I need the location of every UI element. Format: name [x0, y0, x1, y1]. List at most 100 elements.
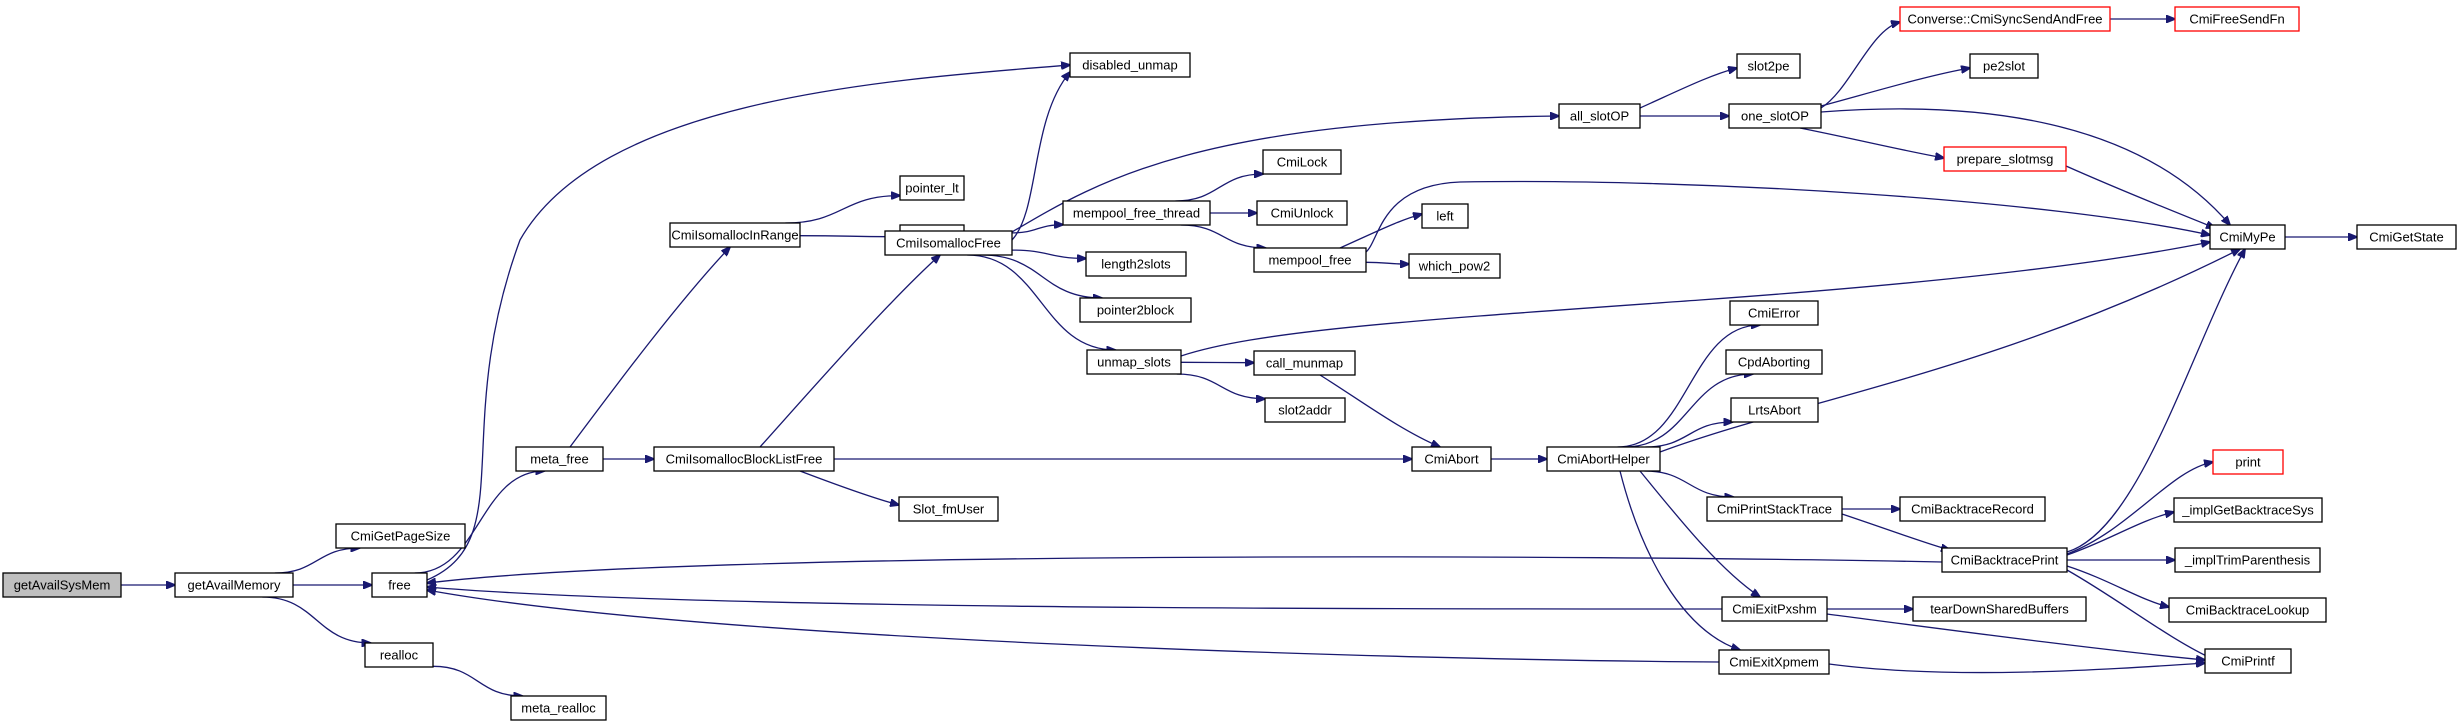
- node-box[interactable]: [2356, 224, 2457, 250]
- node-all_slotOP[interactable]: all_slotOP: [1558, 103, 1641, 129]
- node-mempool_free[interactable]: mempool_free: [1253, 247, 1367, 273]
- node-box[interactable]: [1546, 446, 1661, 472]
- node-box[interactable]: [898, 496, 999, 522]
- node-length2slots[interactable]: length2slots: [1085, 251, 1187, 277]
- node-box[interactable]: [1725, 349, 1823, 375]
- node-mempool_free_thread[interactable]: mempool_free_thread: [1062, 200, 1211, 226]
- node-box[interactable]: [174, 572, 294, 598]
- node-box[interactable]: [364, 642, 434, 668]
- node-box[interactable]: [899, 175, 965, 201]
- node-CmiBacktraceRecord[interactable]: CmiBacktraceRecord: [1899, 496, 2046, 522]
- node-box[interactable]: [1256, 200, 1348, 226]
- node-box[interactable]: [2174, 547, 2321, 573]
- node-box[interactable]: [1721, 596, 1828, 622]
- node-box[interactable]: [1899, 6, 2111, 32]
- node-print[interactable]: print: [2212, 449, 2284, 475]
- node-free[interactable]: free: [371, 572, 428, 598]
- node-box[interactable]: [1069, 52, 1191, 78]
- node-box[interactable]: [1264, 397, 1346, 423]
- node-box[interactable]: [1899, 496, 2046, 522]
- node-box[interactable]: [1718, 649, 1830, 675]
- node-CmiExitXpmem[interactable]: CmiExitXpmem: [1718, 649, 1830, 675]
- node-pointer2block[interactable]: pointer2block: [1079, 297, 1192, 323]
- node-box[interactable]: [335, 523, 466, 549]
- node-meta_free[interactable]: meta_free: [515, 446, 604, 472]
- node-box[interactable]: [1706, 496, 1843, 522]
- node-CmiGetPageSize[interactable]: CmiGetPageSize: [335, 523, 466, 549]
- node-box[interactable]: [2174, 6, 2300, 32]
- node-box[interactable]: [1253, 247, 1367, 273]
- node-CmiBacktracePrint[interactable]: CmiBacktracePrint: [1941, 547, 2068, 573]
- node-Slot_fmUser[interactable]: Slot_fmUser: [898, 496, 999, 522]
- node-one_slotOP[interactable]: one_slotOP: [1728, 103, 1822, 129]
- node-box[interactable]: [669, 222, 801, 248]
- node-box[interactable]: [1728, 103, 1822, 129]
- node-CmiMyPe[interactable]: CmiMyPe: [2209, 224, 2286, 250]
- node-getAvailMemory[interactable]: getAvailMemory: [174, 572, 294, 598]
- node-pointer_lt[interactable]: pointer_lt: [899, 175, 965, 201]
- node-box[interactable]: [2, 572, 122, 598]
- node-CmiPrintf[interactable]: CmiPrintf: [2204, 648, 2292, 674]
- node-label: slot2addr: [1278, 403, 1332, 418]
- node-realloc[interactable]: realloc: [364, 642, 434, 668]
- node-box[interactable]: [1411, 446, 1492, 472]
- node-box[interactable]: [1085, 251, 1187, 277]
- node-box[interactable]: [1421, 203, 1469, 229]
- node-left[interactable]: left: [1421, 203, 1469, 229]
- node-_implTrimParenthesis[interactable]: _implTrimParenthesis: [2174, 547, 2321, 573]
- node-CmiLock[interactable]: CmiLock: [1262, 149, 1342, 175]
- node-slot2pe[interactable]: slot2pe: [1736, 53, 1801, 79]
- node-box[interactable]: [1086, 349, 1182, 375]
- node-slot2addr[interactable]: slot2addr: [1264, 397, 1346, 423]
- node-box[interactable]: [371, 572, 428, 598]
- node-box[interactable]: [1079, 297, 1192, 323]
- node-box[interactable]: [1062, 200, 1211, 226]
- node-prepare_slotmsg[interactable]: prepare_slotmsg: [1943, 146, 2067, 172]
- node-unmap_slots[interactable]: unmap_slots: [1086, 349, 1182, 375]
- node-box[interactable]: [1730, 397, 1819, 423]
- node-box[interactable]: [2204, 648, 2292, 674]
- node-call_munmap[interactable]: call_munmap: [1253, 350, 1356, 376]
- node-box[interactable]: [884, 230, 1013, 256]
- node-box[interactable]: [2168, 597, 2327, 623]
- node-box[interactable]: [653, 446, 835, 472]
- node-CmiIsomallocBlockListFree[interactable]: CmiIsomallocBlockListFree: [653, 446, 835, 472]
- node-LrtsAbort[interactable]: LrtsAbort: [1730, 397, 1819, 423]
- node-tearDownSharedBuffers[interactable]: tearDownSharedBuffers: [1912, 596, 2087, 622]
- node-box[interactable]: [1941, 547, 2068, 573]
- node-box[interactable]: [1408, 253, 1501, 279]
- node-box[interactable]: [1912, 596, 2087, 622]
- node-CmiAbortHelper[interactable]: CmiAbortHelper: [1546, 446, 1661, 472]
- node-CpdAborting[interactable]: CpdAborting: [1725, 349, 1823, 375]
- node-box[interactable]: [1253, 350, 1356, 376]
- node-CmiUnlock[interactable]: CmiUnlock: [1256, 200, 1348, 226]
- node-box[interactable]: [2173, 497, 2323, 523]
- node-CmiError[interactable]: CmiError: [1729, 300, 1819, 326]
- node-CmiFreeSendFn[interactable]: CmiFreeSendFn: [2174, 6, 2300, 32]
- node-box[interactable]: [1262, 149, 1342, 175]
- node-box[interactable]: [510, 695, 607, 721]
- node-CmiPrintStackTrace[interactable]: CmiPrintStackTrace: [1706, 496, 1843, 522]
- node-CmiAbort[interactable]: CmiAbort: [1411, 446, 1492, 472]
- node-CmiGetState[interactable]: CmiGetState: [2356, 224, 2457, 250]
- node-box[interactable]: [1736, 53, 1801, 79]
- node-box[interactable]: [1729, 300, 1819, 326]
- node-which_pow2[interactable]: which_pow2: [1408, 253, 1501, 279]
- node-disabled_unmap[interactable]: disabled_unmap: [1069, 52, 1191, 78]
- node-box[interactable]: [515, 446, 604, 472]
- node-pe2slot[interactable]: pe2slot: [1969, 53, 2039, 79]
- node-CmiIsomallocInRange[interactable]: CmiIsomallocInRange: [669, 222, 801, 248]
- node-CmiExitPxshm[interactable]: CmiExitPxshm: [1721, 596, 1828, 622]
- node-CmiIsomallocFree[interactable]: CmiIsomallocFree: [884, 230, 1013, 256]
- node-CmiBacktraceLookup[interactable]: CmiBacktraceLookup: [2168, 597, 2327, 623]
- node-box[interactable]: [2212, 449, 2284, 475]
- node-Converse_CmiSyncSendAndFree[interactable]: Converse::CmiSyncSendAndFree: [1899, 6, 2111, 32]
- node-box[interactable]: [1969, 53, 2039, 79]
- edge-line: [1828, 663, 2205, 674]
- node-box[interactable]: [1943, 146, 2067, 172]
- node-box[interactable]: [2209, 224, 2286, 250]
- node-_implGetBacktraceSys[interactable]: _implGetBacktraceSys: [2173, 497, 2323, 523]
- node-box[interactable]: [1558, 103, 1641, 129]
- node-getAvailSysMem[interactable]: getAvailSysMem: [2, 572, 122, 598]
- node-meta_realloc[interactable]: meta_realloc: [510, 695, 607, 721]
